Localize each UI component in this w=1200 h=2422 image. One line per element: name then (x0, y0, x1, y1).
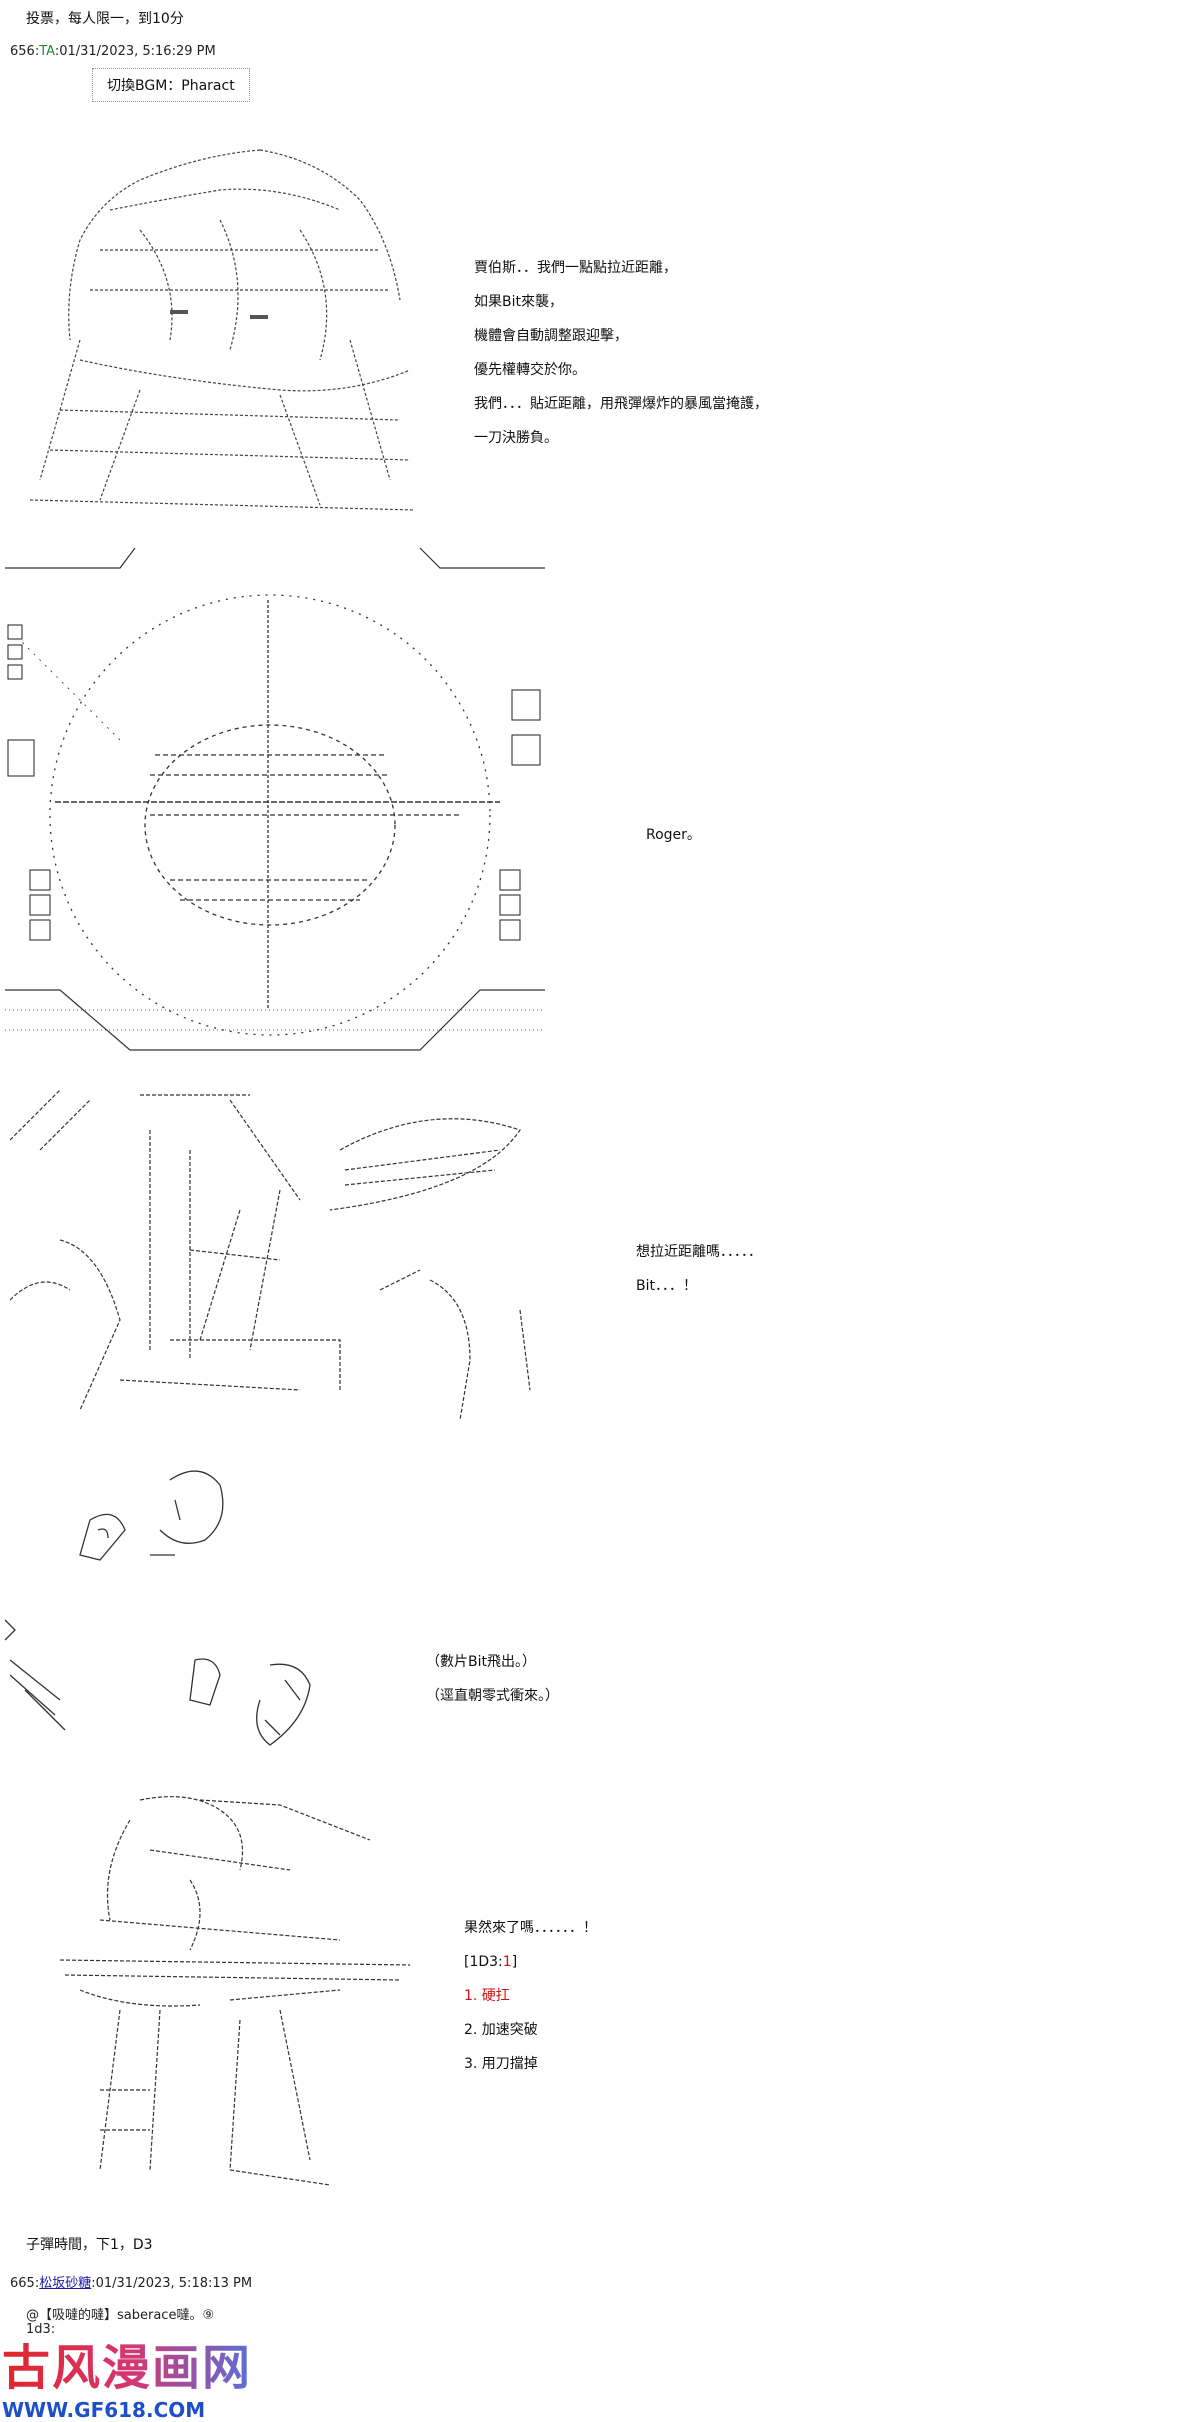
dialogue-line: 我們．．．貼近距離，用飛彈爆炸的暴風當掩護， (474, 396, 768, 412)
mecha-sketch-art (9, 1090, 531, 1421)
watermark-title: 古风漫画网 (2, 2328, 252, 2398)
dice-open: [1D3: (464, 1954, 503, 1970)
dice-value: 1 (502, 1954, 512, 1970)
dialogue-line: 果然來了嗎．．．．．．！ (464, 1920, 597, 1936)
post-number: 665: (10, 2276, 40, 2291)
choice-3: 3. 用刀擋掉 (464, 2056, 538, 2072)
poster-name-link[interactable]: 松坂砂糖 (39, 2276, 92, 2291)
dice-close: ] (511, 1954, 518, 1970)
panel2-dialogue: Roger。 (646, 827, 701, 843)
panel1-art (20, 140, 420, 520)
panel1-dialogue: 賈伯斯．．我們一點點拉近距離， 如果Bit來襲， 機體會自動調整跟迎擊， 優先權… (474, 258, 768, 462)
dialogue-line: 如果Bit來襲， (474, 294, 563, 310)
choice-1: 1. 硬扛 (464, 1988, 510, 2004)
pilot-rifle-art (59, 1796, 411, 2186)
dialogue-line: 賈伯斯．．我們一點點拉近距離， (474, 260, 677, 276)
dialogue-line: （逕直朝零式衝來。） (426, 1688, 559, 1704)
roll-line: 1d3: (26, 2322, 55, 2337)
poster-name[interactable]: TA (39, 44, 55, 59)
post-number: 656: (10, 44, 40, 59)
post-timestamp: :01/31/2023, 5:18:13 PM (91, 2276, 253, 2291)
panel5-dialogue: 果然來了嗎．．．．．．！ [1D3:1] 1. 硬扛 2. 加速突破 3. 用刀… (464, 1918, 597, 2088)
dialogue-line: 優先權轉交於你。 (474, 362, 586, 378)
targeting-reticle-art (5, 547, 545, 1051)
panel4-dialogue: （數片Bit飛出。） （逕直朝零式衝來。） (426, 1652, 559, 1720)
vote-instruction: 投票，每人限一，到10分 (26, 11, 184, 27)
dialogue-line: （數片Bit飛出。） (426, 1654, 536, 1670)
panel3-dialogue: 想拉近距離嗎．．．．． Bit．．．！ (636, 1242, 762, 1310)
post-header-656: 656:TA:01/31/2023, 5:16:29 PM (10, 44, 216, 59)
watermark-url[interactable]: WWW.GF618.COM (2, 2398, 206, 2422)
site-watermark: 古风漫画网 WWW.GF618.COM (2, 2328, 252, 2422)
character-portrait-art (29, 149, 416, 511)
post-header-665: 665:松坂砂糖:01/31/2023, 5:18:13 PM (10, 2272, 252, 2291)
panel5-art (40, 1790, 420, 2190)
dice-roll-result: [1D3:1] (464, 1952, 597, 1972)
panel3-art (0, 1090, 560, 1430)
bullet-time-note: 子彈時間，下1，D3 (26, 2237, 153, 2253)
panel4-art (0, 1460, 420, 1760)
bits-fragments-art (4, 1470, 311, 1746)
post-timestamp: :01/31/2023, 5:16:29 PM (54, 44, 216, 59)
dialogue-line: Bit．．．！ (636, 1278, 697, 1294)
choice-2: 2. 加速突破 (464, 2022, 538, 2038)
panel2-art (0, 540, 560, 1060)
dialogue-line: 想拉近距離嗎．．．．． (636, 1244, 762, 1260)
bgm-notice: 切換BGM：Pharact (92, 68, 250, 102)
reply-line: @【吸噠的噠】saberace噠。⑨ (26, 2308, 215, 2323)
dialogue-line: 機體會自動調整跟迎擊， (474, 328, 628, 344)
dialogue-line: 一刀決勝負。 (474, 430, 558, 446)
